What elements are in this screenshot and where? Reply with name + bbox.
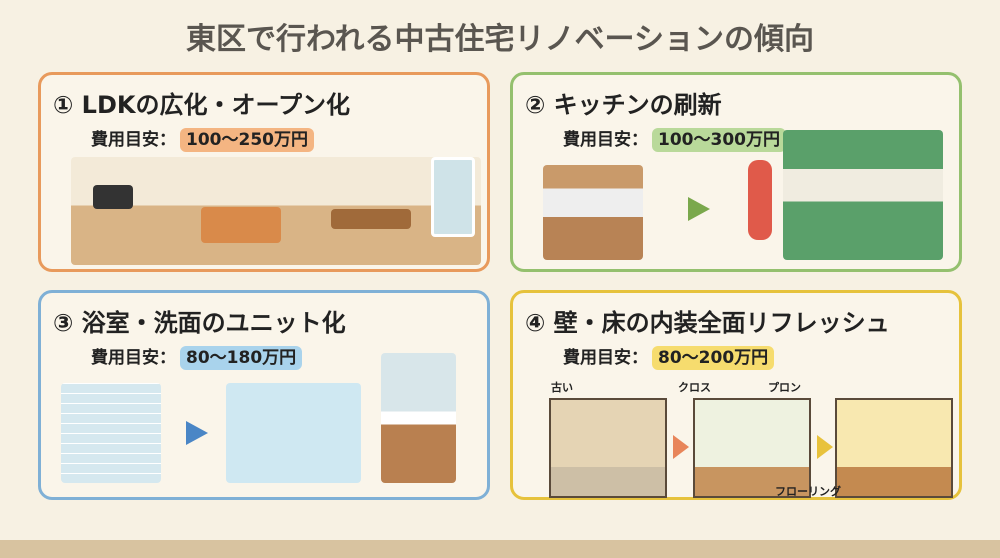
arrow-right-icon	[673, 435, 689, 459]
cost-badge: 80〜180万円	[180, 346, 303, 370]
sofa-icon	[201, 207, 281, 243]
dining-table-icon	[331, 209, 411, 229]
cost-estimate: 費用目安：80〜180万円	[91, 343, 303, 370]
cost-label: 費用目安：	[563, 348, 648, 368]
new-bathroom-illustration	[226, 383, 361, 483]
arrow-right-icon	[688, 197, 710, 221]
panel-title: ③ 浴室・洗面のユニット化	[53, 309, 346, 337]
old-kitchen-illustration	[543, 165, 643, 260]
label-old: 古い	[551, 381, 573, 394]
cost-estimate: 費用目安：100〜250万円	[91, 125, 314, 152]
cost-badge: 100〜300万円	[652, 128, 786, 152]
cost-label: 費用目安：	[91, 130, 176, 150]
old-bathroom-illustration	[61, 383, 161, 483]
living-room-illustration	[71, 157, 481, 265]
cost-badge: 100〜250万円	[180, 128, 314, 152]
label-pron: プロン	[768, 381, 801, 394]
panel-ldk: ① LDKの広化・オープン化 費用目安：100〜250万円	[38, 72, 490, 272]
woman-cooking-icon	[748, 160, 772, 240]
panel-title: ① LDKの広化・オープン化	[53, 91, 351, 119]
tv-icon	[93, 185, 133, 209]
panel-kitchen: ② キッチンの刷新 費用目安：100〜300万円	[510, 72, 962, 272]
cost-badge: 80〜200万円	[652, 346, 775, 370]
arrow-right-icon	[817, 435, 833, 459]
arrow-right-icon	[186, 421, 208, 445]
new-kitchen-illustration	[783, 130, 943, 260]
renovating-room-illustration	[693, 398, 811, 498]
label-cloth: クロス	[678, 381, 711, 394]
cost-estimate: 費用目安：100〜300万円	[563, 125, 786, 152]
vanity-unit-illustration	[381, 353, 456, 483]
label-flooring: フローリング	[775, 485, 841, 498]
old-room-illustration	[549, 398, 667, 498]
panel-bath: ③ 浴室・洗面のユニット化 費用目安：80〜180万円	[38, 290, 490, 500]
panel-title: ② キッチンの刷新	[525, 91, 722, 119]
panel-title: ④ 壁・床の内装全面リフレッシュ	[525, 309, 890, 337]
ground-decoration	[0, 540, 1000, 558]
window-icon	[431, 157, 475, 237]
new-room-illustration	[835, 398, 953, 498]
page-title: 東区で行われる中古住宅リノベーションの傾向	[186, 22, 814, 57]
cost-label: 費用目安：	[91, 348, 176, 368]
cost-estimate: 費用目安：80〜200万円	[563, 343, 775, 370]
cost-label: 費用目安：	[563, 130, 648, 150]
panel-interior: ④ 壁・床の内装全面リフレッシュ 費用目安：80〜200万円 古い クロス プロ…	[510, 290, 962, 500]
